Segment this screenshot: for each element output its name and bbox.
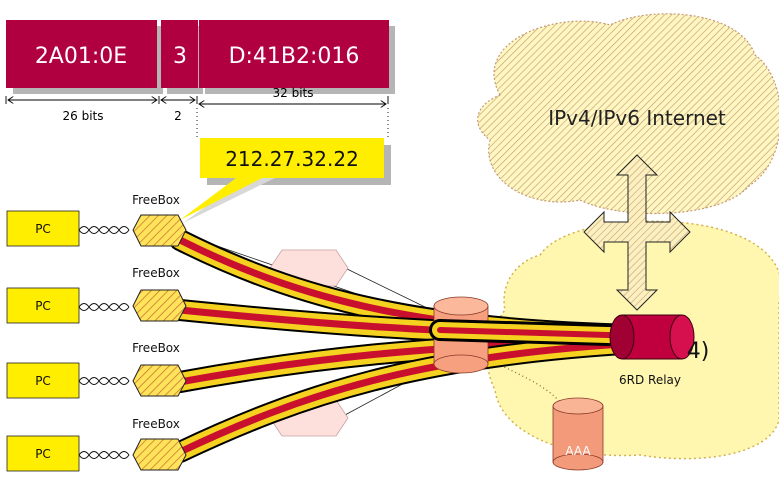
cable-icon [78,377,130,385]
freebox-label: FreeBox [132,266,180,280]
relay-partial-label: 4) [687,339,710,364]
cable-icon [78,226,130,234]
prefix-text: 2A01:0E [35,44,127,69]
tunnel-core-overlay [429,319,651,347]
relay-label: 6RD Relay [619,373,681,387]
aaa-server-cylinder [552,397,604,471]
internet-cloud [477,13,779,215]
prefix-bits-label: 26 bits [63,109,104,123]
customer-row: PC FreeBox [6,417,187,472]
6rd-relay-cylinder [609,314,695,360]
nibble-segment [161,20,198,88]
aaa-label: AAA [565,444,591,458]
customer-row: PC FreeBox [6,341,187,399]
nibble-bits-label: 2 [174,109,182,123]
pc-label: PC [35,299,51,313]
pc-box [6,287,80,324]
internet-label: IPv4/IPv6 Internet [548,106,726,130]
pc-box [6,435,80,472]
pc-label: PC [35,374,51,388]
pc-box [6,362,80,399]
pc-label: PC [35,222,51,236]
suffix-text: D:41B2:016 [229,44,360,69]
freebox-label: FreeBox [132,417,180,431]
ipv4-address-text: 212.27.32.22 [225,147,359,171]
cable-icon [78,303,130,311]
freebox-label: FreeBox [132,341,180,355]
customer-row: PC FreeBox [6,266,187,324]
freebox-icon [132,214,187,247]
bit-width-dimensions [5,96,389,140]
prefix-segment [6,20,157,88]
ipv4-callout [180,138,391,223]
customer-row: PC FreeBox [6,193,187,247]
pc-box [6,210,80,247]
suffix-bits-label: 32 bits [273,86,314,100]
freebox-icon [132,438,187,471]
pc-label: PC [35,447,51,461]
suffix-segment [199,20,389,88]
freebox-label: FreeBox [132,193,180,207]
freebox-icon [132,289,187,322]
four-way-arrow-icon [583,154,691,311]
ipv6-address-bar: 2A01:0E 3 D:41B2:016 [6,20,395,94]
nibble-text: 3 [173,44,187,69]
freebox-icon [132,364,187,397]
cable-icon [78,451,130,459]
